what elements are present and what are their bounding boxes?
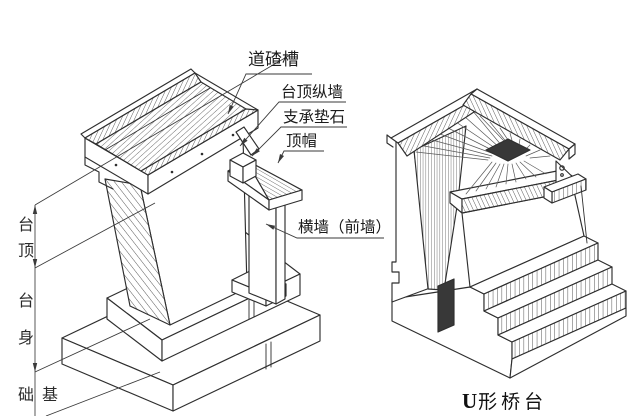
dimension-arrow-icon <box>32 205 38 214</box>
u-foundation-steps <box>469 235 627 379</box>
masonry-joint-lines <box>265 341 272 370</box>
trough-front-curb <box>140 108 259 176</box>
extension-line-mid <box>34 202 156 269</box>
dimension-arrow-icon <box>32 259 38 268</box>
leader-top-cap <box>277 150 324 164</box>
dimension-arrow-icon <box>32 363 38 372</box>
u-abutment-caption-cn: 形桥台 <box>478 392 548 413</box>
abutment-structure-drawing <box>61 68 321 412</box>
u-abutment-drawing <box>386 88 627 379</box>
u-abutment-caption: U形桥台 <box>462 387 547 414</box>
leader-top-longitudinal-wall <box>239 101 346 147</box>
ballast-trough-label: 道碴槽 <box>248 50 299 69</box>
front-wall-label: 横墙（前墙） <box>298 219 392 236</box>
bearing-pad-stone-label: 支承垫石 <box>283 109 346 126</box>
u-sloped-face-hatch <box>413 125 467 291</box>
leader-lines <box>227 73 384 239</box>
top-cap-label: 顶帽 <box>286 133 318 150</box>
abutment-body-dim-label: 台身 <box>15 292 32 366</box>
top-longitudinal-wall-label: 台顶纵墙 <box>281 84 344 101</box>
leader-arrow-icon <box>240 137 248 146</box>
front-wall-shape <box>248 193 286 305</box>
leader-arrow-icon <box>278 154 284 163</box>
u-interior-floor <box>485 138 531 162</box>
extension-line-bottom <box>45 371 161 416</box>
leader-arrow-icon <box>252 148 260 156</box>
u-abutment-caption-latin: U <box>462 389 479 413</box>
abutment-top-dim-label: 台顶 <box>15 216 32 268</box>
extension-line-top <box>34 54 291 206</box>
u-recess-slot <box>437 278 455 333</box>
bearing-pad-stone-shape <box>229 152 257 184</box>
leader-ballast-trough <box>227 73 312 115</box>
leader-arrow-icon <box>228 104 234 114</box>
dimension-lines <box>32 54 291 416</box>
leader-arrow-icon <box>266 224 276 230</box>
foundation-dim-label: 基础 <box>15 386 56 407</box>
u-wing-wall-end-piece <box>543 160 588 244</box>
leader-bearing-pad <box>251 126 347 157</box>
u-right-rim-bar <box>462 88 576 161</box>
ballast-trough-shape <box>80 68 259 195</box>
extension-line-foundation-top <box>34 318 151 373</box>
leader-front-wall <box>265 223 384 239</box>
